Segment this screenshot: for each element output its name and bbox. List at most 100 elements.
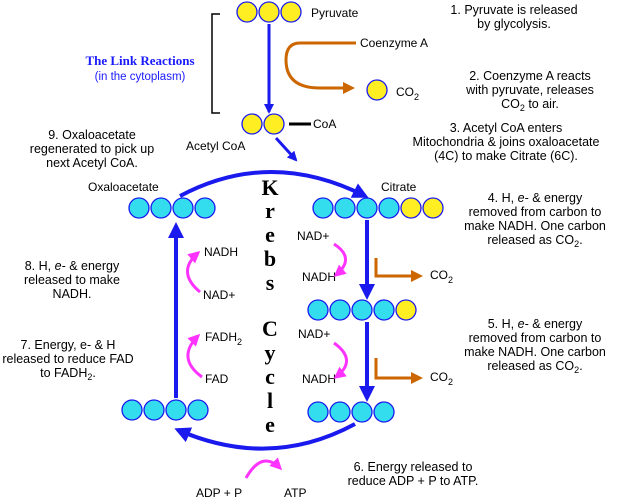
- krebs-letter: e: [265, 222, 275, 247]
- note-7-line: 7. Energy, e- & H: [21, 338, 116, 352]
- carbon-atom: [373, 401, 395, 423]
- link-reactions-title: The Link Reactions: [85, 53, 194, 68]
- four-carbon-molecule-left: [121, 399, 209, 421]
- carbon-atom: [280, 1, 302, 23]
- nad-plus-label-left: NAD+: [203, 288, 235, 302]
- atp-label: ATP: [284, 486, 306, 500]
- carbon-atom: [172, 197, 194, 219]
- coenzyme-a-label: Coenzyme A: [360, 36, 428, 50]
- carbon-atom: [307, 401, 329, 423]
- note-9-line: 9. Oxaloacetate: [48, 128, 136, 142]
- nad-plus-label-1: NAD+: [297, 229, 329, 243]
- note-7-line: released to reduce FAD: [2, 352, 133, 366]
- carbon-atom: [373, 299, 395, 321]
- krebs-letter: K: [261, 175, 278, 200]
- acetyl-coa-label: Acetyl CoA: [186, 139, 245, 153]
- note-8-line: NADH.: [53, 287, 92, 301]
- carbon-atom: [356, 197, 378, 219]
- note-1-line: by glycolysis.: [477, 17, 551, 31]
- note-4-line: removed from carbon to: [469, 205, 602, 219]
- krebs-letter: c: [265, 364, 275, 389]
- co2-label-1: CO2: [430, 268, 453, 285]
- note-9-line: regenerated to pick up: [30, 142, 154, 156]
- note-8-line: 8. H, e- & energy: [25, 259, 120, 273]
- co2-label-2: CO2: [430, 370, 453, 387]
- krebs-letter: y: [265, 340, 276, 365]
- pyruvate-molecule: [236, 1, 302, 23]
- link-reactions-bracket: [211, 13, 220, 114]
- carbon-atom: [150, 197, 172, 219]
- carbon-atom: [187, 399, 209, 421]
- carbon-atom: [143, 399, 165, 421]
- cycle-arrow-top: [179, 170, 369, 198]
- oxaloacetate-label: Oxaloacetate: [88, 180, 159, 194]
- nadh-label-2: NADH: [302, 372, 336, 386]
- coa-label: CoA: [313, 117, 336, 131]
- note-7: 7. Energy, e- & H released to reduce FAD…: [2, 338, 133, 382]
- fad-label: FAD: [205, 372, 229, 386]
- pyruvate-label: Pyruvate: [311, 6, 359, 20]
- nad-reduction-arrow-left: [186, 251, 201, 294]
- four-carbon-molecule-right: [307, 401, 395, 423]
- acetyl-coa-molecule: [241, 113, 285, 135]
- note-4: 4. H, e- & energy removed from carbon to…: [464, 191, 606, 249]
- note-5-line: released as CO2.: [487, 359, 582, 375]
- carbon-atom: [400, 197, 422, 219]
- carbon-atom: [194, 197, 216, 219]
- note-4-line: released as CO2.: [487, 233, 582, 249]
- nad-reduction-arrow-1: [333, 242, 347, 277]
- cycle-arrow-bottom: [174, 422, 356, 451]
- co2-carbon-atom: [366, 79, 388, 101]
- carbon-atom: [334, 197, 356, 219]
- note-3-line: Mitochondria & joins oxaloacetate: [413, 135, 600, 149]
- carbon-atom: [378, 197, 400, 219]
- krebs-letter: r: [265, 198, 275, 223]
- carbon-atom: [351, 401, 373, 423]
- note-5-line: make NADH. One carbon: [464, 345, 606, 359]
- note-2: 2. Coenzyme A reacts with pyruvate, rele…: [465, 69, 594, 113]
- carbon-atom: [329, 299, 351, 321]
- note-3-line: (4C) to make Citrate (6C).: [434, 149, 578, 163]
- co2-release-arrow-2: [374, 358, 423, 384]
- note-6-line: reduce ADP + P to ATP.: [348, 474, 479, 488]
- acetyl-to-citrate-arrow: [274, 136, 298, 162]
- note-2-line: 2. Coenzyme A reacts: [469, 69, 591, 83]
- five-carbon-molecule: [307, 299, 417, 321]
- carbon-atom: [329, 401, 351, 423]
- co2-label-link: CO2: [396, 85, 419, 102]
- coenzyme-a-arrow: [284, 41, 356, 94]
- fadh2-label: FADH2: [205, 330, 242, 347]
- krebs-cycle-label: K r e b s C y c l e: [261, 175, 278, 437]
- krebs-letter: s: [266, 270, 275, 295]
- note-1: 1. Pyruvate is released by glycolysis.: [450, 3, 577, 31]
- note-6-line: 6. Energy released to: [354, 460, 473, 474]
- carbon-atom: [128, 197, 150, 219]
- carbon-atom: [263, 113, 285, 135]
- nadh-label-1: NADH: [302, 270, 336, 284]
- carbon-atom: [422, 197, 444, 219]
- carbon-atom: [241, 113, 263, 135]
- nadh-label-left: NADH: [204, 245, 238, 259]
- citrate-molecule: [312, 197, 444, 219]
- note-5-line: 5. H, e- & energy: [488, 317, 583, 331]
- note-1-line: 1. Pyruvate is released: [450, 3, 577, 17]
- note-7-line: to FADH2.: [40, 366, 96, 382]
- note-6: 6. Energy released to reduce ADP + P to …: [348, 460, 479, 488]
- carbon-atom: [312, 197, 334, 219]
- note-4-line: 4. H, e- & energy: [488, 191, 583, 205]
- oxaloacetate-molecule: [128, 197, 216, 219]
- carbon-atom: [236, 1, 258, 23]
- note-2-line: CO2 to air.: [501, 97, 559, 113]
- krebs-letter: e: [265, 412, 275, 437]
- carbon-atom: [351, 299, 373, 321]
- note-3-line: 3. Acetyl CoA enters: [450, 121, 563, 135]
- note-9-line: next Acetyl CoA.: [46, 156, 138, 170]
- atp-synthesis-arrow: [244, 457, 283, 479]
- adp-p-label: ADP + P: [196, 486, 242, 500]
- fad-reduction-arrow: [186, 333, 203, 379]
- nad-reduction-arrow-2: [333, 341, 348, 379]
- note-5-line: removed from carbon to: [469, 331, 602, 345]
- co2-release-arrow-1: [374, 258, 423, 282]
